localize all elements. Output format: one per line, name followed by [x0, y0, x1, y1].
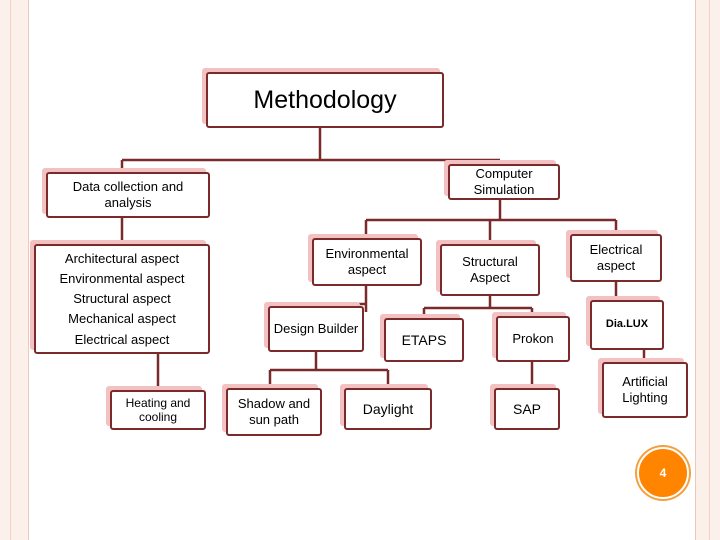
artificial-lighting-box: Artificial Lighting: [602, 362, 688, 418]
heating-cooling-box: Heating and cooling: [110, 390, 206, 430]
prokon-box: Prokon: [496, 316, 570, 362]
electrical-aspect-box: Electrical aspect: [570, 234, 662, 282]
slide-frame-right: [695, 0, 720, 540]
aspect-electrical: Electrical aspect: [74, 331, 170, 347]
structural-aspect-box: Structural Aspect: [440, 244, 540, 296]
slide-frame-left: [0, 0, 29, 540]
sap-box: SAP: [494, 388, 560, 430]
aspect-mechanical: Mechanical aspect: [68, 311, 176, 327]
aspect-environmental: Environmental aspect: [59, 270, 185, 286]
aspect-structural: Structural aspect: [73, 291, 171, 307]
etaps-box: ETAPS: [384, 318, 464, 362]
shadow-sun-path-box: Shadow and sun path: [226, 388, 322, 436]
aspects-list-box: Architectural aspect Environmental aspec…: [34, 244, 210, 354]
dialux-box: Dia.LUX: [590, 300, 664, 350]
design-builder-box: Design Builder: [268, 306, 364, 352]
methodology-title: Methodology: [206, 72, 444, 128]
daylight-box: Daylight: [344, 388, 432, 430]
computer-simulation-box: Computer Simulation: [448, 164, 560, 200]
data-collection-box: Data collection and analysis: [46, 172, 210, 218]
environmental-aspect-box: Environmental aspect: [312, 238, 422, 286]
page-number-badge: 4: [637, 447, 689, 499]
aspect-architectural: Architectural aspect: [64, 250, 180, 266]
